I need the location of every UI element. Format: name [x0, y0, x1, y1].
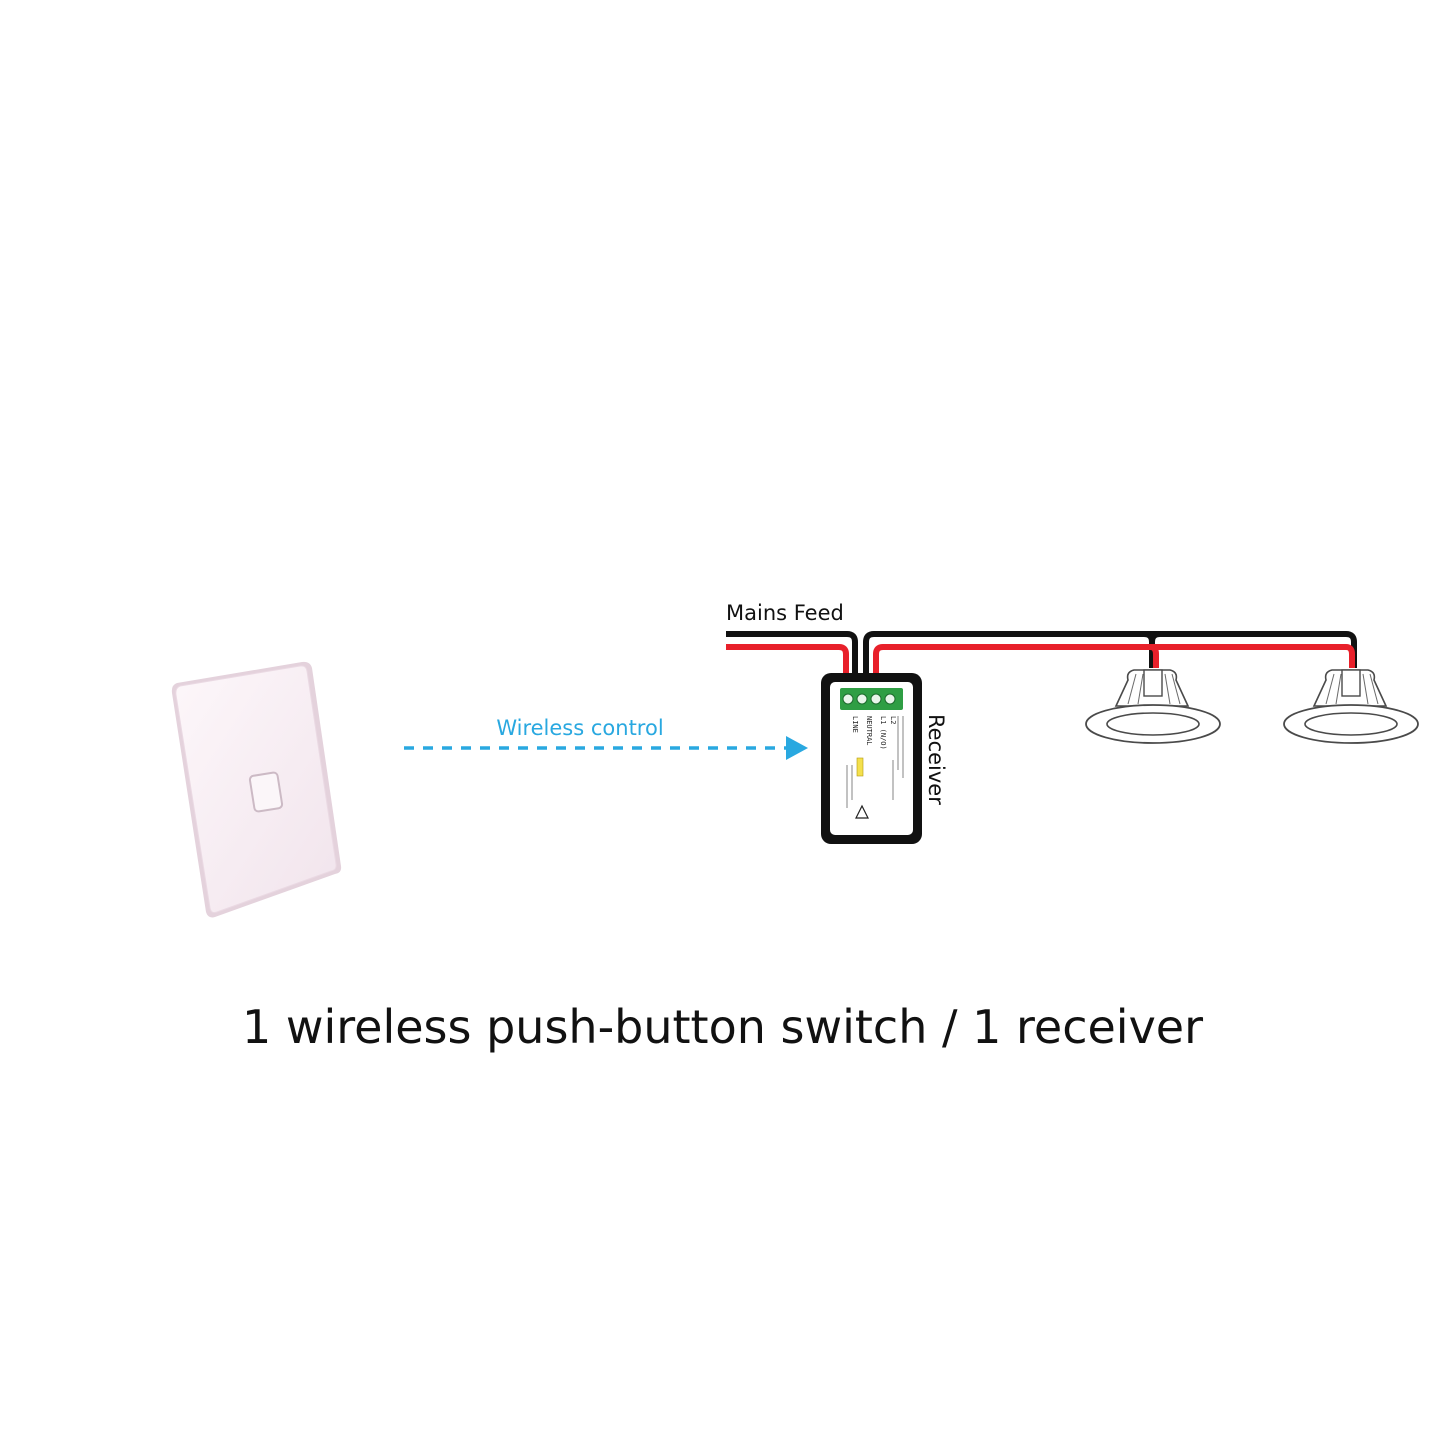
downlight-2-connector: [1341, 669, 1361, 697]
wireless-arrow-head: [786, 736, 808, 760]
terminal-label-l2: L2: [889, 716, 897, 724]
terminal-label-line: LINE: [851, 716, 859, 733]
wireless-signal: Wireless control: [404, 716, 808, 760]
downlight-1: [1085, 669, 1221, 744]
downlight-2: [1283, 669, 1419, 744]
terminal-screw: [870, 693, 882, 705]
live-wire-load: [873, 644, 1355, 680]
terminal-label-l1: L1 (N/O): [879, 716, 887, 750]
receiver-label: Receiver: [924, 714, 948, 805]
neutral-wire-load: [863, 631, 1357, 680]
wireless-control-label: Wireless control: [496, 716, 663, 740]
diagram-caption: 1 wireless push-button switch / 1 receiv…: [241, 1000, 1204, 1054]
switch-button: [248, 771, 284, 813]
neutral-wire-outline: [726, 629, 1359, 681]
terminal-screw: [856, 693, 868, 705]
neutral-wire-feed: [726, 631, 858, 680]
neutral-wire-lamp-1: [1143, 631, 1161, 668]
receiver-warning-sticker: [856, 757, 864, 777]
mains-feed-label: Mains Feed: [726, 601, 844, 625]
terminal-label-neutral: NEUTRAL: [865, 716, 873, 746]
receiver-module: L2 L1 (N/O) NEUTRAL LINE Receiver: [821, 673, 948, 844]
live-wire-feed: [726, 644, 849, 680]
live-wire-lamp-1: [1149, 644, 1159, 668]
downlight-1-connector: [1143, 669, 1163, 697]
certification-mark-icon: [855, 804, 869, 819]
terminal-screw: [842, 693, 854, 705]
downlight-2-lens: [1304, 712, 1398, 736]
wireless-push-button-switch: [171, 661, 342, 918]
receiver-spec-lines: [846, 716, 904, 808]
terminal-screw: [884, 693, 896, 705]
receiver-label-panel: [830, 682, 913, 835]
downlight-1-lens: [1106, 712, 1200, 736]
receiver-terminal-screws: [842, 693, 896, 705]
wiring: [726, 629, 1359, 681]
